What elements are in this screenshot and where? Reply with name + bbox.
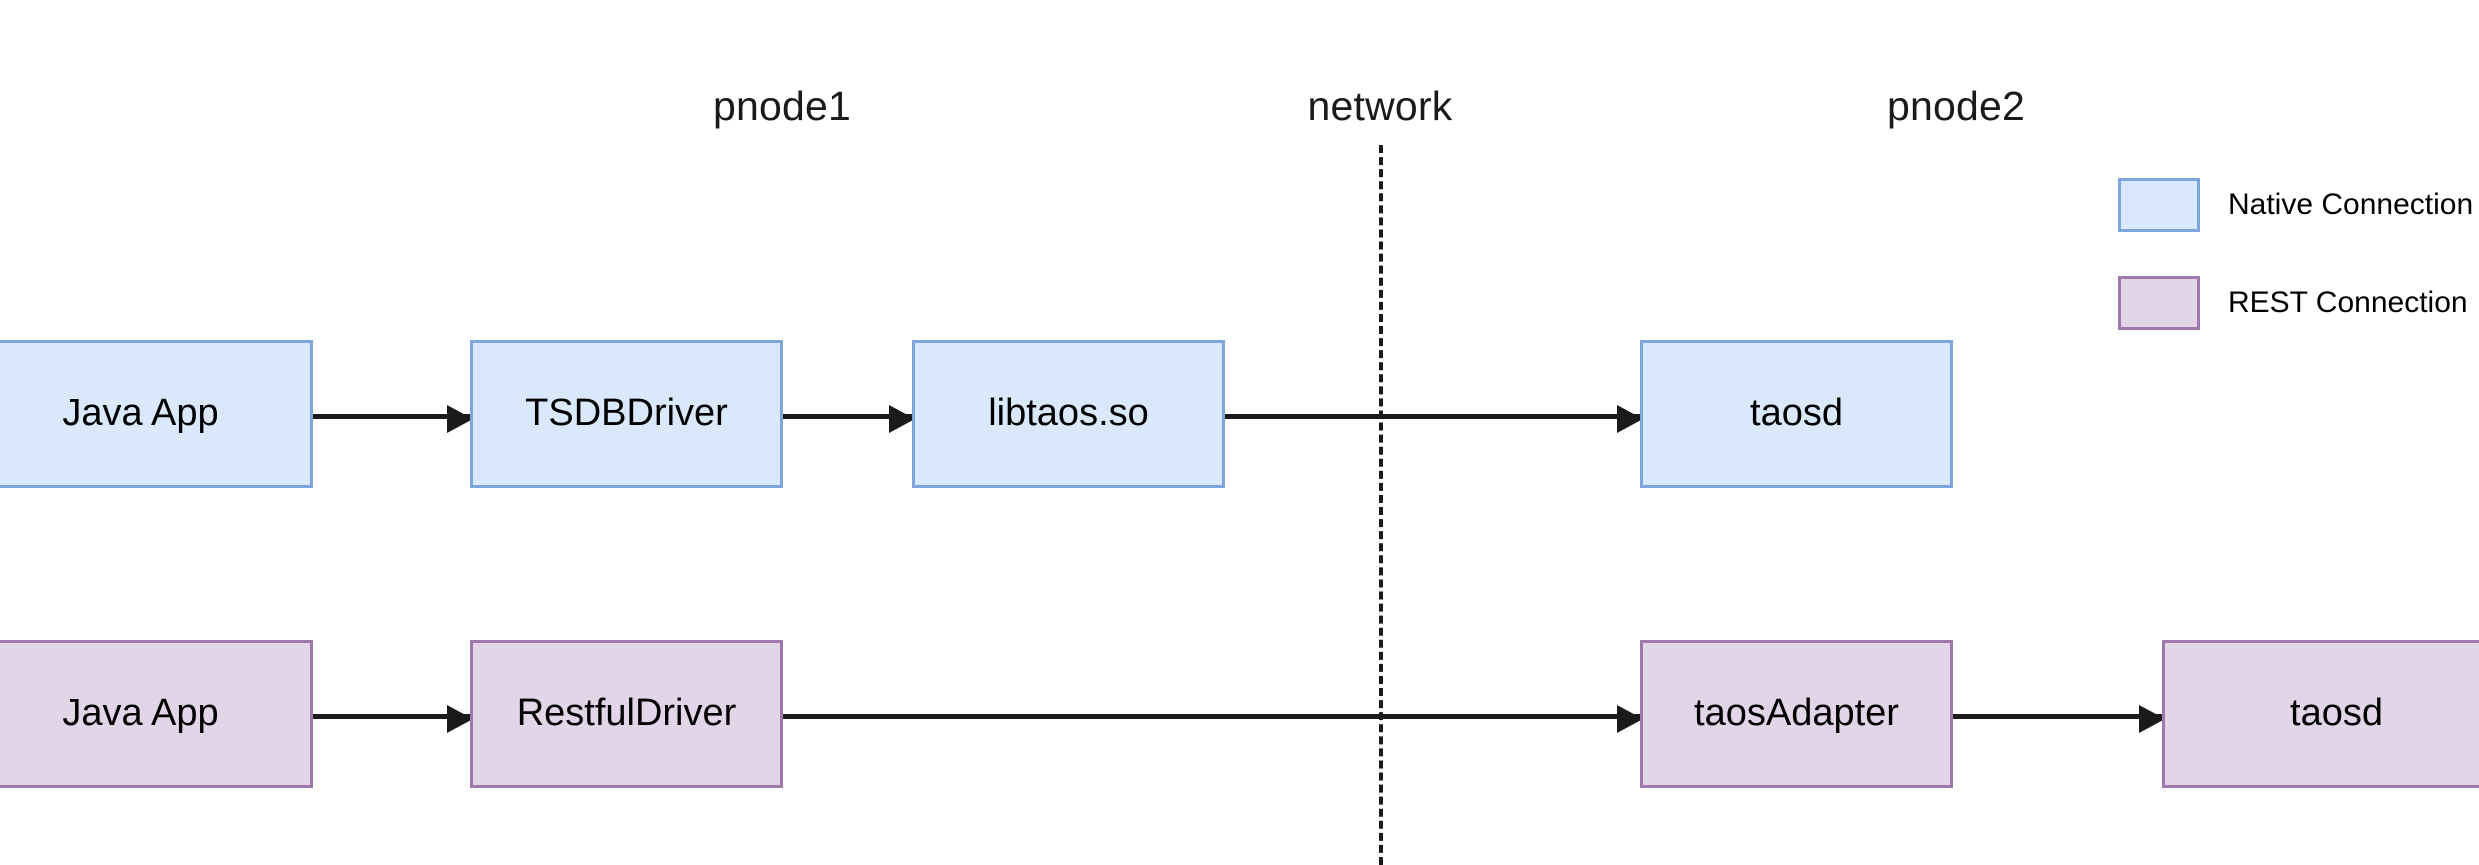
network-boundary-divider [1379,145,1383,865]
node-rest-taosadapter[interactable]: taosAdapter [1640,640,1953,788]
node-label: Java App [62,392,219,435]
node-native-libtaos-so[interactable]: libtaos.so [912,340,1225,488]
arrow-head-icon [1617,405,1643,433]
legend-label-native: Native Connection [2228,188,2474,221]
connector-native-libtaos-to-taosd [1225,405,1643,433]
connector-native-javaapp-to-tsdbdriver [313,405,473,433]
section-header-pnode1: pnode1 [712,83,852,129]
node-native-tsdbdriver[interactable]: TSDBDriver [470,340,783,488]
legend-label-rest: REST Connection [2228,286,2468,319]
node-rest-restfuldriver[interactable]: RestfulDriver [470,640,783,788]
node-label: taosd [1750,392,1843,435]
connector-native-tsdbdriver-to-libtaos [783,405,915,433]
node-label: taosAdapter [1694,692,1899,735]
node-rest-java-app[interactable]: Java App [0,640,313,788]
section-header-pnode2: pnode2 [1886,83,2026,129]
node-label: TSDBDriver [525,392,728,435]
arrow-head-icon [447,705,473,733]
node-native-java-app[interactable]: Java App [0,340,313,488]
arrow-head-icon [1617,705,1643,733]
legend-swatch-rest-icon [2118,276,2200,330]
node-label: RestfulDriver [516,692,737,735]
section-header-network: network [1307,83,1453,129]
node-label: taosd [2290,692,2383,735]
arrow-head-icon [889,405,915,433]
arrow-head-icon [2139,705,2165,733]
node-native-taosd[interactable]: taosd [1640,340,1953,488]
legend-item-native: Native Connection [2118,178,2473,232]
legend-swatch-native-icon [2118,178,2200,232]
arrow-head-icon [447,405,473,433]
connector-rest-taosadapter-to-taosd [1953,705,2165,733]
connector-rest-javaapp-to-restfuldriver [313,705,473,733]
connector-rest-restfuldriver-to-taosadapter [783,705,1643,733]
node-label: Java App [62,692,219,735]
legend-item-rest: REST Connection [2118,276,2473,330]
node-label: libtaos.so [988,392,1149,435]
node-rest-taosd[interactable]: taosd [2162,640,2479,788]
legend: Native Connection REST Connection [2118,178,2473,374]
